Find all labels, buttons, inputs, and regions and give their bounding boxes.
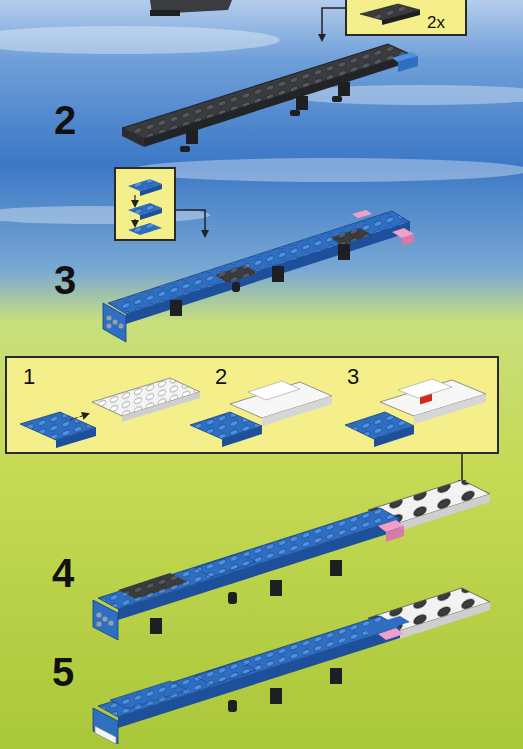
step-number: 4	[52, 553, 74, 593]
substep-number: 3	[347, 366, 359, 388]
step-number: 3	[54, 260, 76, 300]
substep-number: 1	[23, 366, 35, 388]
inset-box: 2x	[345, 0, 467, 36]
substep-number: 2	[215, 366, 227, 388]
step-number: 2	[54, 100, 76, 140]
step-number: 5	[52, 652, 74, 692]
quantity-label: 2x	[427, 14, 445, 31]
inset-box: 1 2 3	[5, 356, 499, 454]
